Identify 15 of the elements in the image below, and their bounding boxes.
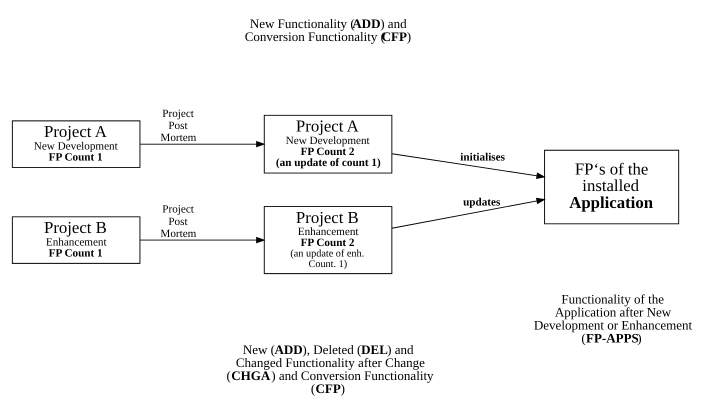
- node-box: Project A New Development FP Count 2 (an update of count 1): [264, 114, 392, 173]
- arrow: [140, 236, 266, 243]
- label: New (ADD), Deleted (DEL) and Changed Functionality after Change (CHGA) and Conversion Functionality (CFP): [226, 341, 434, 396]
- arrow: [140, 140, 266, 147]
- label: Functionality of the Application after New Development or Enhancement (FP-APPS): [534, 291, 692, 346]
- edge-label: Project Post Mortem: [160, 203, 196, 240]
- edge-label: Project Post Mortem: [160, 107, 196, 144]
- edge-label: updates: [463, 196, 500, 208]
- edge-label: initialises: [460, 151, 505, 164]
- arrow: [391, 197, 546, 228]
- node-box: Project B Enhancement FP Count 1: [12, 216, 140, 264]
- node-box: Project A New Development FP Count 1: [12, 120, 140, 168]
- arrow: [391, 152, 546, 178]
- node-box: Project B Enhancement FP Count 2 (an update of enh. Count. 1): [264, 206, 392, 274]
- node-box: FP‘s of the installed Application: [544, 149, 680, 224]
